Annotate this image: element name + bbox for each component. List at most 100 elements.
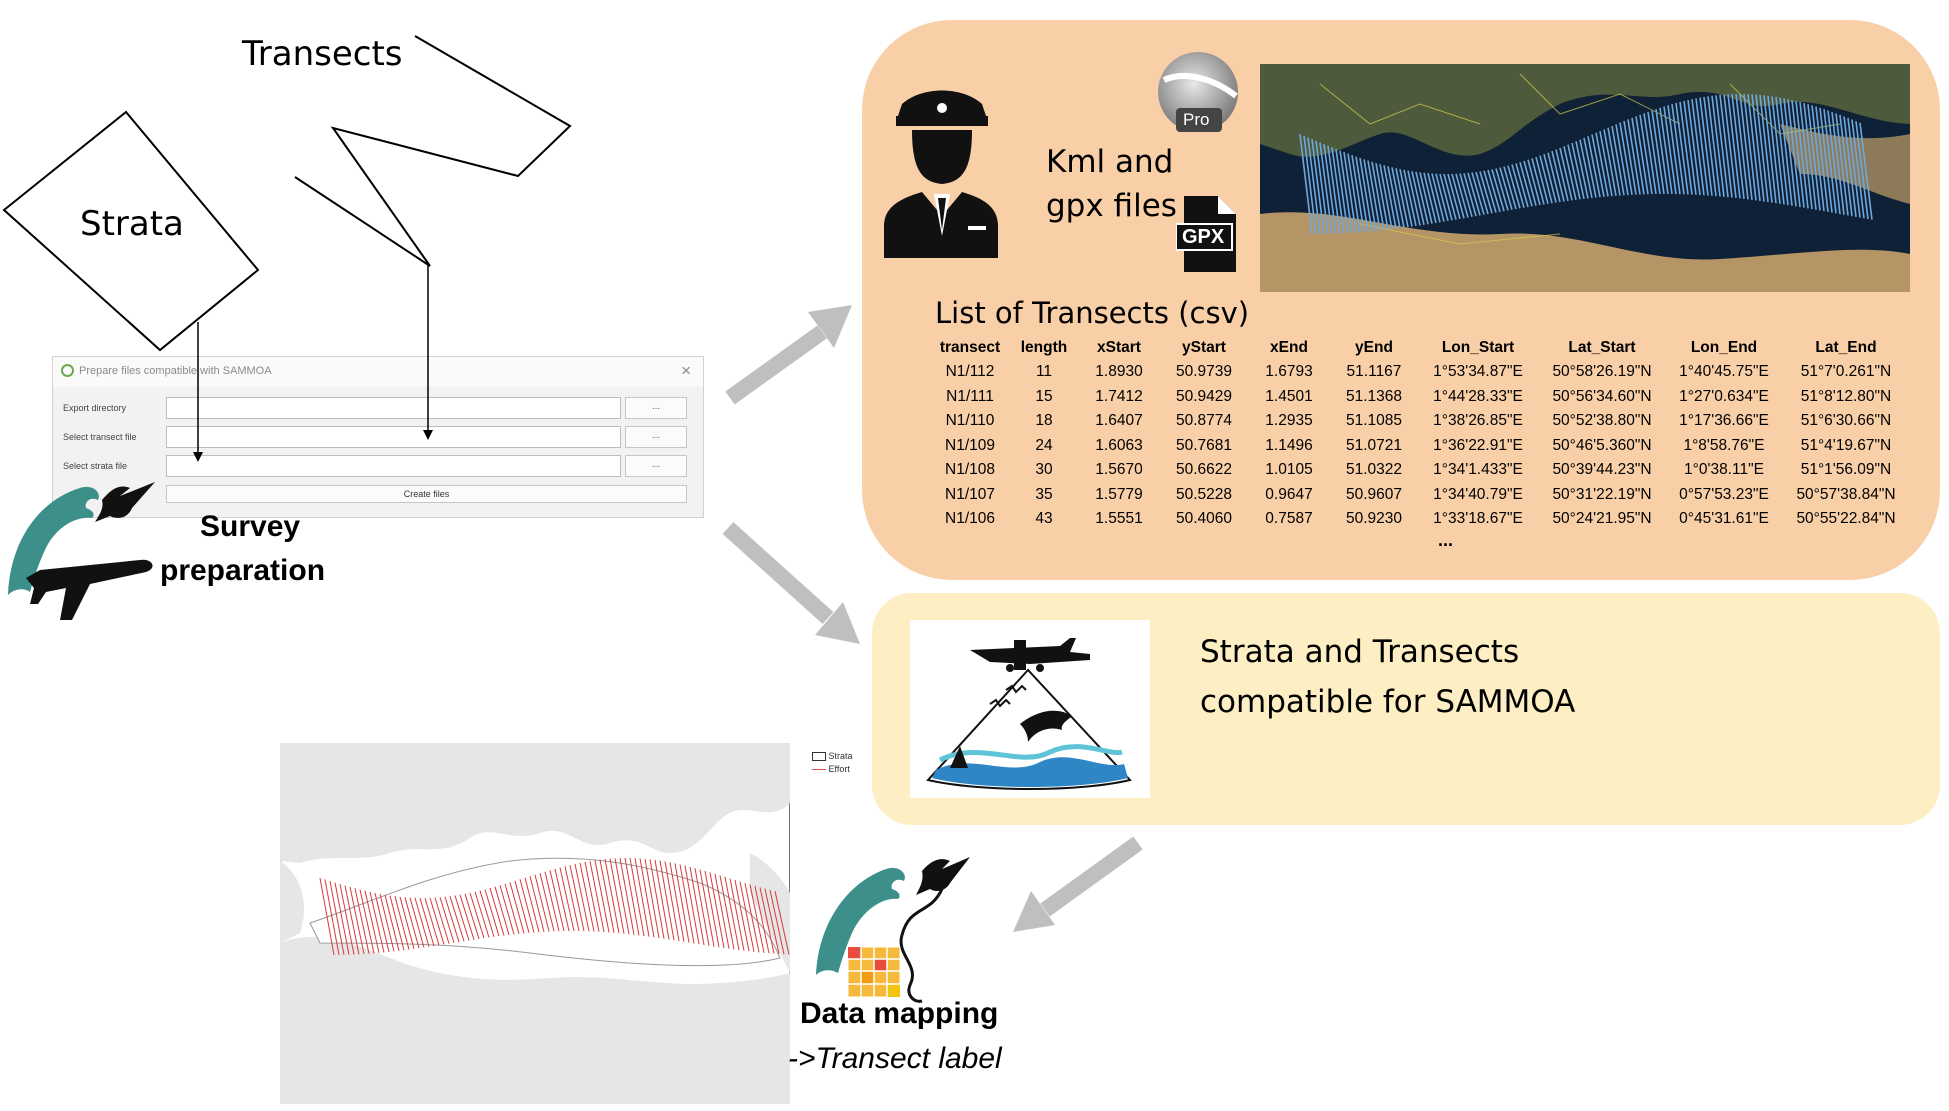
cell-lonend: 1°40'45.75"E <box>1679 363 1769 381</box>
blue-transect-lines <box>1299 93 1873 235</box>
cell-xend: 1.6793 <box>1265 363 1313 381</box>
cell-latend: 51°7'0.261"N <box>1800 363 1892 381</box>
cell-xstart: 1.6407 <box>1095 412 1143 430</box>
cell-lonstart: 1°44'28.33"E <box>1433 387 1523 405</box>
col-length-header: length <box>1020 339 1068 356</box>
gpx-badge: GPX <box>1182 226 1225 248</box>
cell-yend: 51.1368 <box>1345 387 1403 405</box>
cell-length: 43 <box>1035 510 1053 528</box>
cell-transect: N1/110 <box>945 412 995 430</box>
cell-length: 11 <box>1035 363 1053 381</box>
gpx-files-label: gpx files <box>1046 188 1177 224</box>
strata-file-browse-button[interactable]: ... <box>625 455 687 477</box>
cell-lonend: 0°45'31.61"E <box>1679 510 1769 528</box>
transect-file-browse-button[interactable]: ... <box>625 426 687 448</box>
cell-xstart: 1.8930 <box>1095 363 1143 381</box>
cell-lonend: 1°0'38.11"E <box>1684 461 1764 479</box>
create-files-button[interactable]: Create files <box>166 485 687 503</box>
legend-label-strata: Strata <box>828 751 853 761</box>
table-header-row: transect length xStart yStart xEnd yEnd … <box>930 336 1910 360</box>
cell-length: 35 <box>1035 485 1053 503</box>
data-mapping-label: Data mapping <box>800 997 999 1030</box>
transect-label-note: ->Transect label <box>788 1042 1002 1075</box>
survey-plane-illustration <box>910 620 1150 798</box>
cell-lonend: 0°57'53.23"E <box>1679 485 1769 503</box>
qgis-logo-icon <box>61 364 74 377</box>
strata-diamond <box>2 110 260 352</box>
cell-yend: 51.0322 <box>1345 461 1403 479</box>
cell-yend: 51.1167 <box>1346 363 1402 381</box>
bird-icon <box>916 857 970 895</box>
table-more-indicator: ... <box>1438 530 1454 550</box>
pro-badge: Pro <box>1183 110 1210 129</box>
google-earth-pro-icon <box>1158 52 1238 132</box>
cell-latstart: 50°56'34.60"N <box>1552 387 1652 405</box>
grid-icon <box>847 946 901 998</box>
cell-lonend: 1°17'36.66"E <box>1679 412 1769 430</box>
cell-latend: 51°1'56.09"N <box>1800 461 1892 479</box>
cell-ystart: 50.6622 <box>1175 461 1233 479</box>
bird-icon <box>95 482 155 522</box>
strata-file-field[interactable] <box>166 455 621 477</box>
cell-ystart: 50.4060 <box>1175 510 1233 528</box>
cell-xstart: 1.5779 <box>1095 485 1143 503</box>
strata-file-label: Select strata file <box>63 461 128 471</box>
flow-arrow-to-mapping <box>1013 836 1143 932</box>
cell-xend: 1.0105 <box>1265 461 1313 479</box>
transects-zigzag-line <box>294 35 572 267</box>
col-yend-header: yEnd <box>1355 339 1393 356</box>
cell-lonstart: 1°34'40.79"E <box>1433 485 1523 503</box>
sammoa-label-line1: Strata and Transects <box>1200 634 1520 670</box>
cell-xend: 1.1496 <box>1265 436 1313 454</box>
cell-transect: N1/109 <box>945 436 995 454</box>
strata-label: Strata <box>80 204 184 244</box>
cell-latend: 50°55'22.84"N <box>1796 510 1896 528</box>
cell-ystart: 50.8774 <box>1175 412 1233 430</box>
close-icon[interactable]: × <box>681 361 691 380</box>
red-effort-lines <box>319 857 790 956</box>
prepare-files-dialog: Prepare files compatible with SAMMOA × E… <box>52 356 704 518</box>
cell-lonstart: 1°38'26.85"E <box>1433 412 1523 430</box>
export-directory-browse-button[interactable]: ... <box>625 397 687 419</box>
col-xstart-header: xStart <box>1097 339 1141 356</box>
export-directory-field[interactable] <box>166 397 621 419</box>
cell-yend: 50.9230 <box>1345 510 1403 528</box>
cell-latstart: 50°52'38.80"N <box>1552 412 1652 430</box>
cell-ystart: 50.9429 <box>1175 387 1233 405</box>
cell-ystart: 50.5228 <box>1175 485 1233 503</box>
cell-transect: N1/111 <box>946 387 994 405</box>
cell-latstart: 50°58'26.19"N <box>1552 363 1652 381</box>
legend-item-strata: Strata <box>812 750 853 763</box>
cell-latstart: 50°31'22.19"N <box>1552 485 1652 503</box>
cell-lonstart: 1°34'1.433"E <box>1433 461 1523 479</box>
transect-table: transect length xStart yStart xEnd yEnd … <box>930 336 1910 532</box>
cell-transect: N1/112 <box>945 363 995 381</box>
cell-xstart: 1.7412 <box>1095 387 1143 405</box>
cell-yend: 51.1085 <box>1345 412 1403 430</box>
col-ystart-header: yStart <box>1182 339 1226 356</box>
cell-transect: N1/108 <box>945 461 995 479</box>
legend-swatch-effort <box>812 769 826 771</box>
gpx-file-icon <box>1176 196 1236 272</box>
map-legend: Strata Effort <box>812 750 853 776</box>
cell-lonstart: 1°36'22.91"E <box>1433 436 1523 454</box>
cell-xend: 0.7587 <box>1265 510 1313 528</box>
csv-title: List of Transects (csv) <box>935 296 1250 330</box>
cell-lonend: 1°27'0.634"E <box>1679 387 1769 405</box>
legend-swatch-strata <box>812 752 826 762</box>
transect-file-field[interactable] <box>166 426 621 448</box>
cell-lonend: 1°8'58.76"E <box>1683 436 1765 454</box>
cell-transect: N1/106 <box>945 510 995 528</box>
dolphin-icon <box>816 867 905 975</box>
cell-latend: 50°57'38.84"N <box>1796 485 1896 503</box>
dialog-title: Prepare files compatible with SAMMOA <box>79 365 272 377</box>
cell-xstart: 1.5670 <box>1095 461 1143 479</box>
cell-xstart: 1.6063 <box>1095 436 1143 454</box>
cell-ystart: 50.7681 <box>1175 436 1233 454</box>
cell-xend: 1.4501 <box>1265 387 1313 405</box>
survey-icons <box>8 482 155 620</box>
